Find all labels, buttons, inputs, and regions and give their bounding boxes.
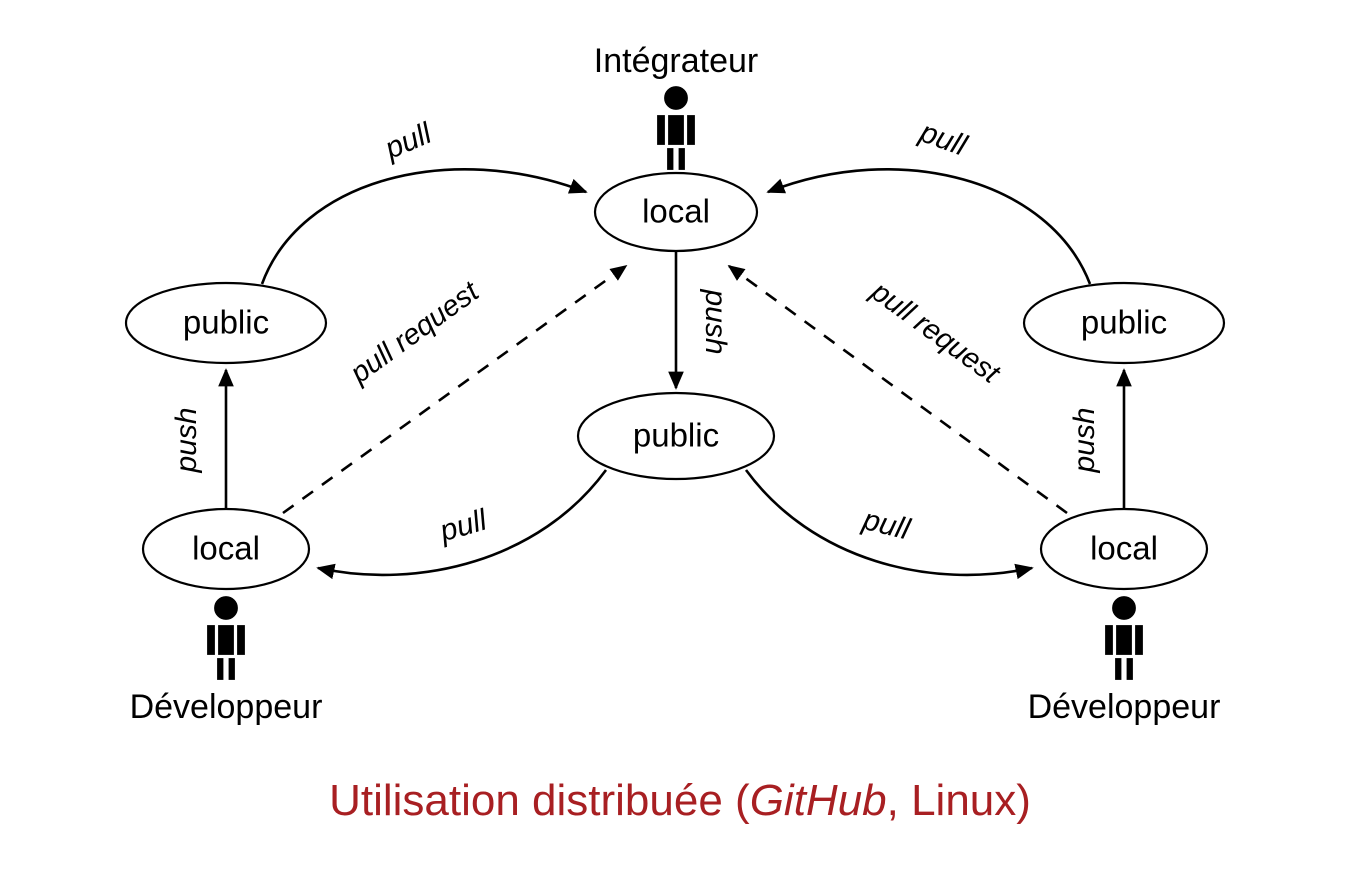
edge-right-local-pull-request: pull request	[727, 264, 1068, 515]
edge-left-public-to-integrator-local: pull	[260, 116, 588, 285]
edge-label-pull-right-top: pull	[915, 115, 972, 163]
edge-center-public-to-left-local: pull	[316, 469, 608, 580]
edge-label-pull-left-top: pull	[379, 116, 437, 166]
node-left-local[interactable]: local	[141, 507, 311, 591]
actor-developer-left-label: Développeur	[130, 688, 323, 726]
node-center-public-label: public	[633, 417, 719, 454]
caption-part-github: GitHub	[750, 776, 887, 825]
person-icon	[1102, 593, 1146, 683]
node-right-local[interactable]: local	[1039, 507, 1209, 591]
edge-label-push-left: push	[170, 407, 203, 473]
caption-line: Utilisation distribuée (GitHub, Linux)	[329, 776, 1031, 825]
edge-right-local-to-right-public: push	[1068, 368, 1132, 512]
node-right-local-shape[interactable]	[1039, 507, 1209, 591]
node-right-public-label: public	[1081, 304, 1167, 341]
edge-label-pull-request-right: pull request	[864, 275, 1006, 391]
edge-integrator-local-to-center-public: push	[668, 252, 732, 390]
node-left-public-label: public	[183, 304, 269, 341]
node-left-local-label: local	[192, 530, 260, 567]
actor-developer-right-label: Développeur	[1028, 688, 1221, 726]
node-center-public-shape[interactable]	[576, 391, 776, 481]
edge-label-pull-right-bottom: pull	[859, 503, 915, 547]
node-integrator-local-shape[interactable]	[593, 171, 759, 253]
node-left-local-shape[interactable]	[141, 507, 311, 591]
node-right-public-shape[interactable]	[1022, 281, 1226, 365]
actor-developer-right: Développeur	[1028, 593, 1221, 726]
edge-label-pull-request-left: pull request	[344, 275, 486, 391]
edge-left-local-to-left-public: push	[170, 368, 234, 512]
node-left-public-shape[interactable]	[124, 281, 328, 365]
node-integrator-local-label: local	[642, 193, 710, 230]
person-icon	[204, 593, 248, 683]
node-integrator-local[interactable]: local	[593, 171, 759, 253]
caption-part-3: , Linux)	[887, 776, 1031, 825]
edge-left-local-pull-request: pull request	[282, 264, 628, 515]
edge-label-push-right: push	[1068, 407, 1101, 473]
node-right-public[interactable]: public	[1022, 281, 1226, 365]
node-right-local-label: local	[1090, 530, 1158, 567]
diagram-caption: Utilisation distribuée (GitHub, Linux)	[329, 776, 1031, 825]
person-icon	[654, 83, 698, 173]
node-left-public[interactable]: public	[124, 281, 328, 365]
actor-integrator-label: Intégrateur	[594, 42, 758, 80]
edge-label-push-center: push	[699, 288, 732, 354]
actor-integrator: Intégrateur	[594, 42, 758, 173]
node-center-public[interactable]: public	[576, 391, 776, 481]
caption-part-1: Utilisation distribuée (	[329, 776, 750, 825]
edge-center-public-to-right-local: pull	[744, 469, 1034, 580]
edge-right-public-to-integrator-local: pull	[766, 115, 1092, 285]
actor-developer-left: Développeur	[130, 593, 323, 726]
edge-label-pull-left-bottom: pull	[435, 503, 491, 548]
